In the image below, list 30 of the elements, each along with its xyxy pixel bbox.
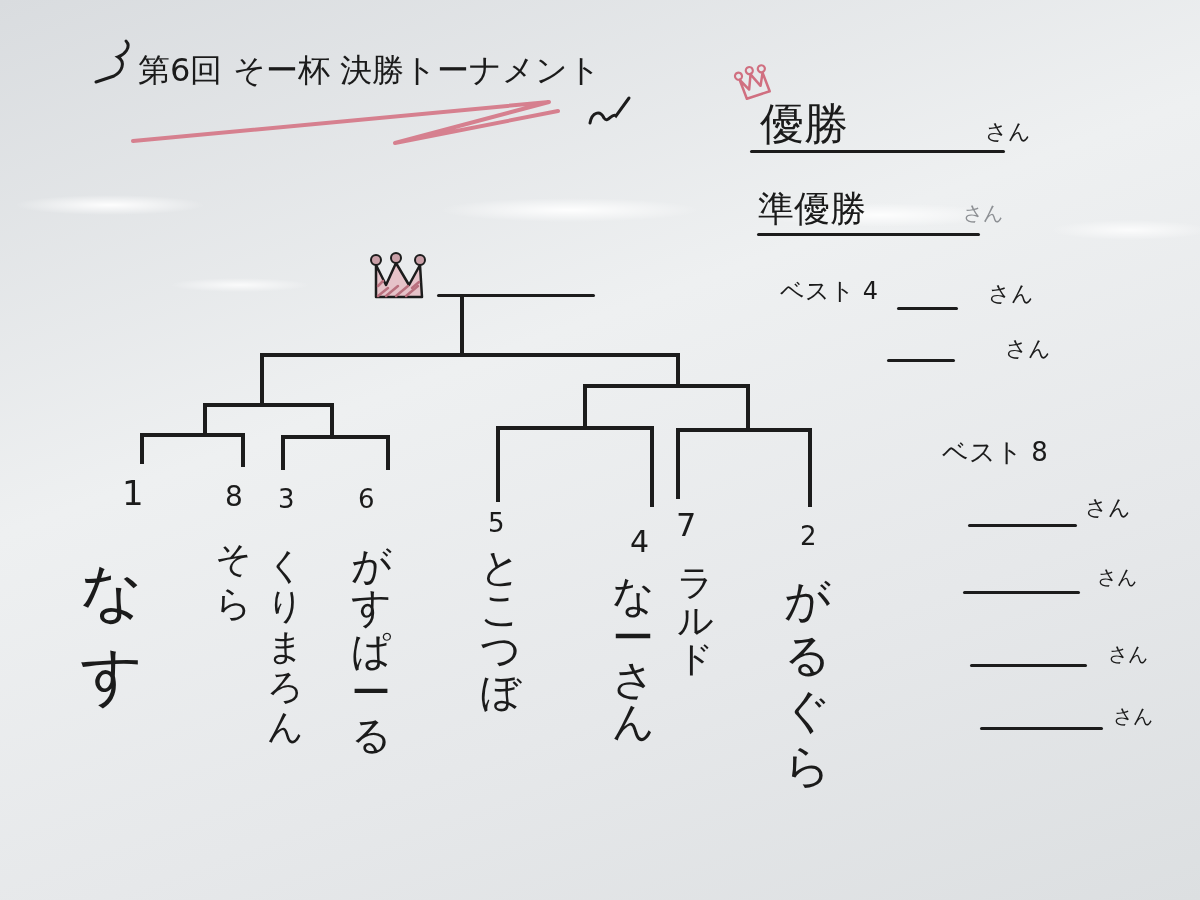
seed-number: 3: [278, 486, 295, 512]
fill-in-line: [437, 294, 595, 297]
seed-number: 7: [676, 509, 697, 541]
player-name: くりまろん: [267, 546, 304, 748]
seed-number: 8: [225, 483, 243, 511]
player-name: なーさん: [612, 575, 655, 743]
name-suffix: さん: [1097, 567, 1137, 587]
seed-number: 2: [800, 523, 817, 549]
name-suffix: さん: [1108, 644, 1148, 664]
seed-number: 4: [630, 527, 650, 557]
rank-heading: 優勝: [760, 102, 848, 146]
rank-heading: ベスト 8: [942, 439, 1048, 465]
player-name: がすぱーる: [351, 544, 392, 756]
player-name: そら: [215, 537, 252, 626]
player-name: ラルド: [677, 564, 714, 679]
seed-number: 6: [358, 486, 375, 512]
rank-heading: ベスト 4: [780, 279, 878, 303]
title: 第6回 そー杯 決勝トーナメント: [138, 54, 601, 86]
name-suffix: さん: [1113, 706, 1153, 726]
rank-heading: 準優勝: [758, 191, 866, 227]
name-suffix: さん: [1005, 338, 1051, 360]
player-name: なす: [80, 554, 144, 714]
name-suffix: さん: [988, 283, 1034, 305]
player-name: がるぐら: [784, 573, 831, 794]
name-suffix: さん: [1085, 497, 1131, 519]
seed-number: 1: [122, 476, 144, 510]
name-suffix: さん: [963, 203, 1003, 223]
name-suffix: さん: [985, 121, 1031, 143]
player-name: とこつぼ: [480, 547, 521, 714]
seed-number: 5: [488, 510, 505, 536]
